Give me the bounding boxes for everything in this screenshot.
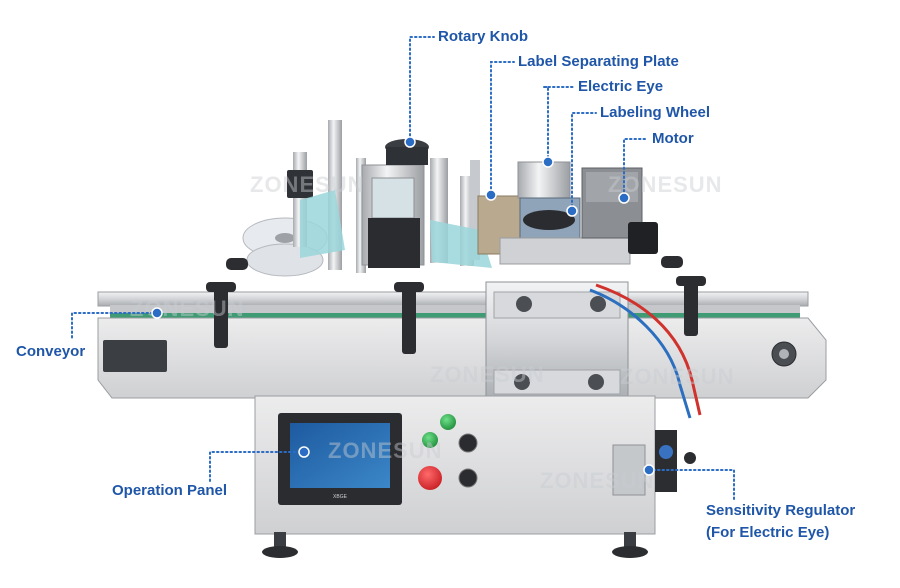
speed-dial-2[interactable] — [458, 468, 478, 488]
watermark-5: ZONESUN — [620, 364, 735, 389]
watermark-2: ZONESUN — [608, 172, 723, 197]
watermark-7: ZONESUN — [540, 468, 655, 493]
callout-electric-eye: Electric Eye — [578, 78, 664, 95]
callout-sensitivity-regulator-note: (For Electric Eye) — [706, 524, 830, 541]
height-adjuster — [485, 281, 629, 436]
callout-operation-panel: Operation Panel — [112, 482, 228, 499]
callout-leaders — [71, 36, 735, 501]
control-cabinet: XBGE — [254, 395, 656, 535]
callout-sensitivity-regulator: Sensitivity Regulator — [706, 502, 856, 519]
watermark-6: ZONESUN — [328, 438, 443, 463]
callout-rotary-knob: Rotary Knob — [438, 28, 528, 45]
motor-body — [581, 167, 658, 254]
speed-dial-1[interactable] — [458, 433, 478, 453]
callout-labeling-wheel: Labeling Wheel — [600, 104, 711, 121]
callout-conveyor: Conveyor — [16, 343, 86, 360]
guide-clamps — [206, 256, 706, 354]
callout-motor: Motor — [652, 130, 694, 147]
labeling-head — [499, 161, 631, 265]
sensitivity-regulator-device — [612, 430, 696, 496]
machine-feet — [262, 532, 648, 558]
watermark-4: ZONESUN — [430, 362, 545, 387]
rotary-knob-assembly — [361, 139, 429, 268]
start-button[interactable] — [422, 432, 438, 448]
conveyor-body — [97, 317, 827, 399]
label-web — [300, 190, 345, 258]
callout-label-separating-plate: Label Separating Plate — [518, 53, 679, 70]
green-indicator-light — [440, 414, 456, 430]
label-web-2 — [430, 220, 492, 268]
conveyor-motor-cover — [103, 340, 167, 372]
watermark-3: ZONESUN — [130, 296, 245, 321]
callout-dots — [151, 136, 655, 476]
screen-brand: XBGE — [333, 494, 348, 500]
watermark: ZONESUN — [250, 172, 365, 197]
stop-button[interactable] — [418, 466, 442, 490]
